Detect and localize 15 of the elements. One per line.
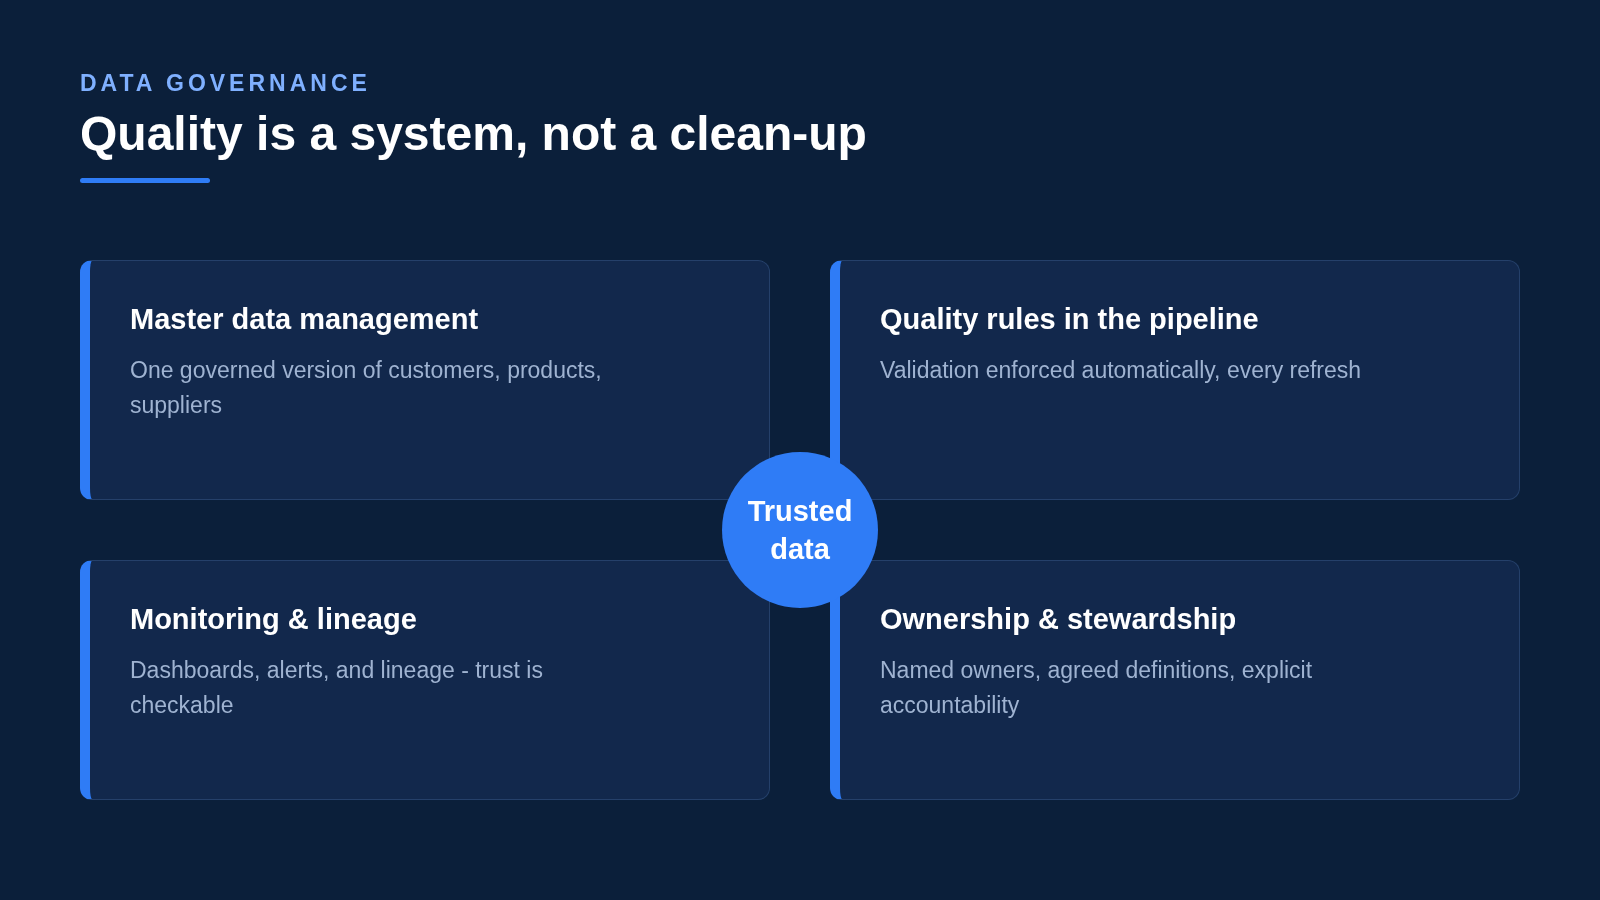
card-heading: Ownership & stewardship — [880, 603, 1237, 636]
card-heading: Quality rules in the pipeline — [880, 303, 1259, 336]
topic-card — [80, 560, 770, 800]
card-description: Named owners, agreed definitions, explicit accountability — [880, 656, 1314, 720]
card-heading: Master data management — [130, 303, 479, 336]
card-description: Validation enforced automatically, every refresh — [880, 356, 1363, 385]
section-eyebrow: DATA GOVERNANCE — [80, 70, 371, 97]
card-heading: Monitoring & lineage — [130, 603, 417, 636]
hub-label: Trusted data — [746, 494, 854, 567]
topic-card — [830, 260, 1520, 500]
slide-title: Quality is a system, not a clean-up — [80, 106, 867, 161]
topic-card — [80, 260, 770, 500]
topic-card — [830, 560, 1520, 800]
card-description: Dashboards, alerts, and lineage - trust is checkable — [130, 656, 544, 720]
card-description: One governed version of customers, products, suppliers — [130, 356, 603, 420]
